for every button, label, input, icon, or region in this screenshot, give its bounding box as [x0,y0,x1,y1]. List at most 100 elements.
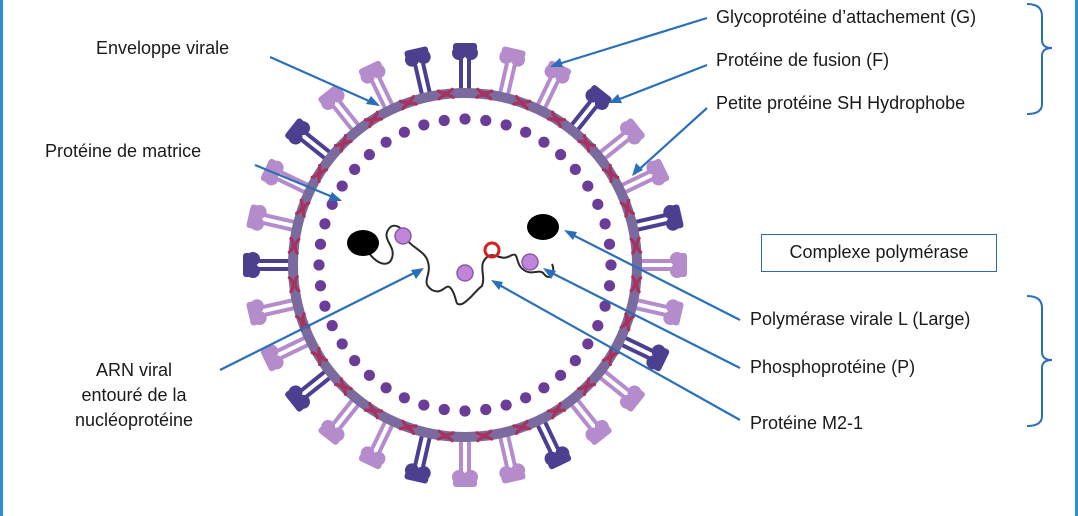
leader-g [551,16,708,68]
matrix-protein-dot [555,149,567,161]
matrix-protein-dot [314,280,327,292]
matrix-protein-dot [326,198,338,210]
matrix-protein-dot [592,198,604,210]
matrix-protein-dot [582,180,594,192]
matrix-protein-dot [569,355,581,367]
matrix-protein-dot [398,126,410,138]
label-m21: Protéine M2-1 [750,413,864,433]
matrix-protein-dot [438,403,450,416]
label-rna-line3: nucléoprotéine [74,410,194,430]
f-protein [497,46,526,99]
matrix-protein-dot [319,218,331,230]
matrix-protein-dot [459,113,471,125]
f-protein [318,395,363,445]
leader-polymerase [566,231,741,321]
matrix-protein-dot [418,119,430,131]
label-sh-protein: Petite protéine SH Hydrophobe [716,93,966,113]
g-glycoprotein [404,431,433,484]
matrix-protein-dot [603,238,616,250]
f-protein [497,431,526,484]
matrix-protein-dot [480,403,492,416]
matrix-protein-dot [459,405,471,417]
matrix-protein-dot [319,300,331,312]
matrix-protein-dot [599,218,611,230]
label-f-protein: Protéine de fusion (F) [716,50,890,70]
label-matrix: Protéine de matrice [45,141,202,161]
sh-proteins [287,87,643,443]
matrix-protein-dot [538,382,550,394]
f-protein [637,252,687,278]
g-glycoprotein [617,334,670,372]
leader-lines [219,16,741,421]
matrix-protein-dot [582,338,594,350]
sh-protein [601,346,620,367]
viral-rna-strand [364,224,555,306]
leader-m21 [493,281,741,421]
g-glycoprotein [452,43,478,93]
g-glycoprotein [285,367,335,412]
label-rna-line2: entouré de la [81,385,187,405]
sh-protein [512,94,532,111]
matrix-protein-dot [605,259,617,271]
matrix-protein-dot [480,114,492,127]
f-protein [246,204,299,233]
matrix-protein-dot [538,136,550,148]
matrix-protein-dot [313,259,325,271]
f-protein [567,395,612,445]
f-protein [595,118,645,163]
f-protein [246,297,299,326]
phosphoprotein-bead [521,253,539,271]
leader-matrix [254,163,341,202]
arrowheads [328,58,643,290]
bracket-polymerase-complex [1026,295,1053,427]
arrowhead [609,94,622,103]
g-glycoprotein [631,204,684,233]
polymerase-l-right [527,214,559,240]
matrix-protein-dot [418,399,430,411]
sh-protein [546,401,567,420]
sh-protein [475,87,494,101]
nucleoprotein-bead [456,264,474,282]
g-glycoprotein [567,85,612,135]
matrix-protein-dot [569,163,581,175]
sh-protein [294,198,311,218]
matrix-proteins [313,113,617,417]
sh-protein [546,110,567,129]
matrix-protein-dot [363,149,375,161]
label-rna-line1: ARN viral [95,360,172,380]
f-protein [631,297,684,326]
matrix-protein-dot [592,320,604,332]
sh-protein [629,275,643,294]
sh-protein [398,94,418,111]
label-g-protein: Glycoprotéine d’attachement (G) [716,7,977,27]
matrix-protein-dot [500,119,512,131]
sh-protein [363,401,384,420]
viral-envelope [288,88,642,442]
sh-protein [512,419,532,436]
matrix-protein-dot [349,163,361,175]
matrix-protein-dot [380,136,392,148]
matrix-protein-dot [314,238,327,250]
sh-protein [310,163,329,184]
sh-protein [619,198,636,218]
sh-protein [398,419,418,436]
sh-protein [577,133,597,153]
sh-protein [333,377,353,397]
sh-protein [310,346,329,367]
sh-protein [629,236,643,255]
nucleoprotein-bead [394,227,412,245]
bracket-surface-proteins [1026,3,1053,115]
matrix-protein-dot [349,355,361,367]
arrowhead [366,96,380,106]
f-protein [534,60,572,113]
polymerase-l-left [347,230,379,256]
matrix-protein-dot [398,392,410,404]
leader-sh [633,107,708,175]
matrix-protein-dot [520,392,532,404]
leader-envelope [269,55,379,107]
matrix-protein-dot [603,280,616,292]
label-rna: ARN viral entouré de la nucléoprotéine [54,358,214,433]
f-protein [452,437,478,487]
